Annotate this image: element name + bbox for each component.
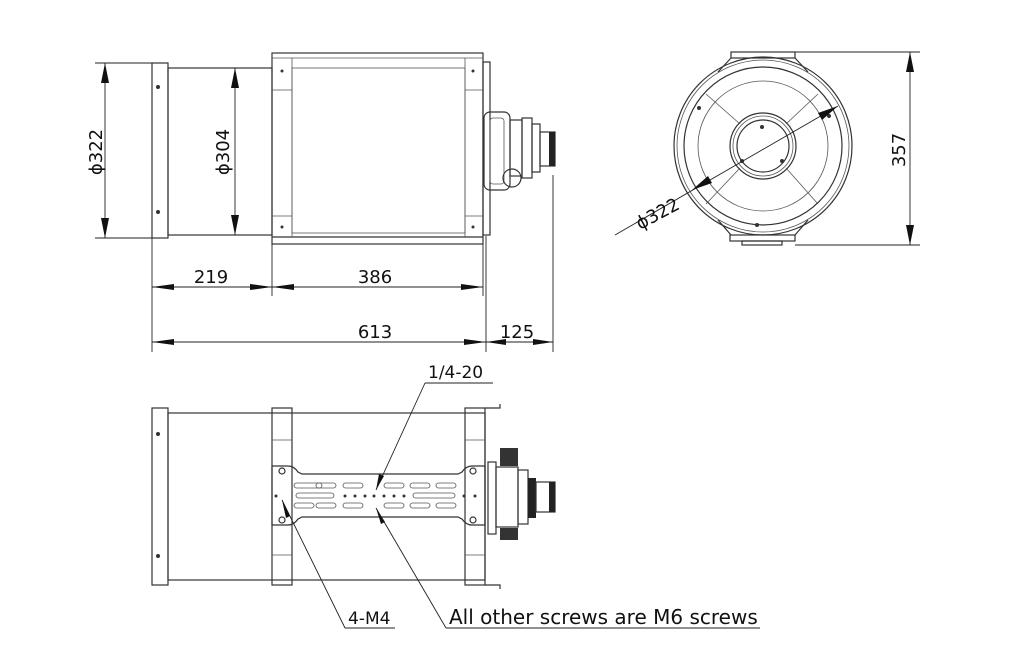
m4-holes-label: 4-M4: [348, 609, 390, 629]
body-panel: [291, 67, 466, 234]
dim-end-view-diameter: ϕ322: [632, 194, 683, 234]
dim-end-view-height: 357: [889, 133, 910, 167]
dim-front-section-length: 219: [194, 267, 228, 288]
lens-mount: [509, 119, 523, 177]
dim-front-flange-diameter: ϕ322: [86, 129, 107, 175]
end-view: ϕ322 357: [614, 51, 920, 246]
handle: [483, 111, 511, 191]
screw-note: All other screws are M6 screws: [449, 605, 758, 629]
bottom-lens-housing: [495, 466, 519, 528]
front-flange: [151, 62, 169, 239]
main-body: [271, 52, 484, 245]
mounting-plate: [271, 465, 486, 526]
dim-overall-length: 613: [358, 322, 392, 343]
dim-lens-protrusion: 125: [500, 322, 534, 343]
top-view: [151, 52, 556, 245]
dim-tube-diameter: ϕ304: [213, 129, 234, 175]
dim-body-length: 386: [358, 267, 392, 288]
top-view-dimensions: ϕ322 ϕ304 219 386 613 125: [86, 62, 554, 352]
focus-ring: [521, 117, 533, 179]
bottom-view-annotations: 1/4-20 4-M4 All other screws are M6 scre…: [281, 363, 760, 629]
thread-hole-label: 1/4-20: [428, 363, 483, 383]
bottom-view: [151, 404, 556, 589]
